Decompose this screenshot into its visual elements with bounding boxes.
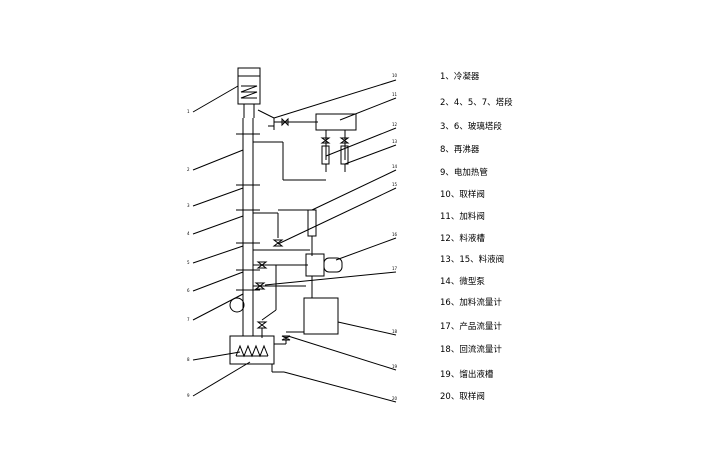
legend-item: 9、电加热管 — [440, 168, 488, 178]
legend-item: 3、6、玻璃塔段 — [440, 122, 502, 132]
callout-19: 19 — [392, 364, 398, 369]
legend-item: 1、冷凝器 — [440, 72, 480, 82]
callout-3: 3 — [187, 203, 190, 208]
callout-4: 4 — [187, 231, 190, 236]
callout-2: 2 — [187, 167, 190, 172]
callout-14: 14 — [392, 164, 398, 169]
callout-15: 15 — [392, 182, 398, 187]
callout-13: 13 — [392, 139, 398, 144]
legend-item: 17、产品流量计 — [440, 322, 502, 332]
legend-item: 13、15、料液阀 — [440, 255, 505, 265]
legend-item: 10、取样阀 — [440, 190, 485, 200]
callout-6: 6 — [187, 288, 190, 293]
callout-12: 12 — [392, 122, 398, 127]
legend-item: 8、再沸器 — [440, 145, 480, 155]
callout-10: 10 — [392, 73, 398, 78]
callout-17: 17 — [392, 266, 398, 271]
legend-item: 14、微型泵 — [440, 277, 485, 287]
legend-item: 12、料液槽 — [440, 234, 485, 244]
callout-7: 7 — [187, 317, 190, 322]
condenser — [237, 67, 261, 118]
callout-20: 20 — [392, 396, 398, 401]
legend-item: 11、加料阀 — [440, 212, 485, 222]
callout-1: 1 — [187, 109, 190, 114]
callout-9: 9 — [187, 393, 190, 398]
legend-item: 20、取样阀 — [440, 392, 485, 402]
legend-item: 19、馏出液槽 — [440, 370, 494, 380]
callout-16: 16 — [392, 232, 398, 237]
leader-lines — [192, 79, 397, 403]
legend-item: 16、加料流量计 — [440, 298, 502, 308]
callout-numbers: 1 2 3 4 5 6 7 8 9 10 11 12 13 14 15 16 1… — [187, 73, 398, 401]
column-body — [229, 118, 260, 336]
reboiler — [229, 335, 284, 373]
callout-18: 18 — [392, 329, 398, 334]
top-piping — [253, 109, 357, 181]
legend-item: 18、回流流量计 — [440, 345, 502, 355]
product-piping — [274, 276, 339, 345]
legend-item: 2、4、5、7、塔段 — [440, 98, 513, 108]
callout-11: 11 — [392, 92, 398, 97]
feed-piping — [253, 209, 343, 338]
callout-8: 8 — [187, 357, 190, 362]
callout-5: 5 — [187, 260, 190, 265]
